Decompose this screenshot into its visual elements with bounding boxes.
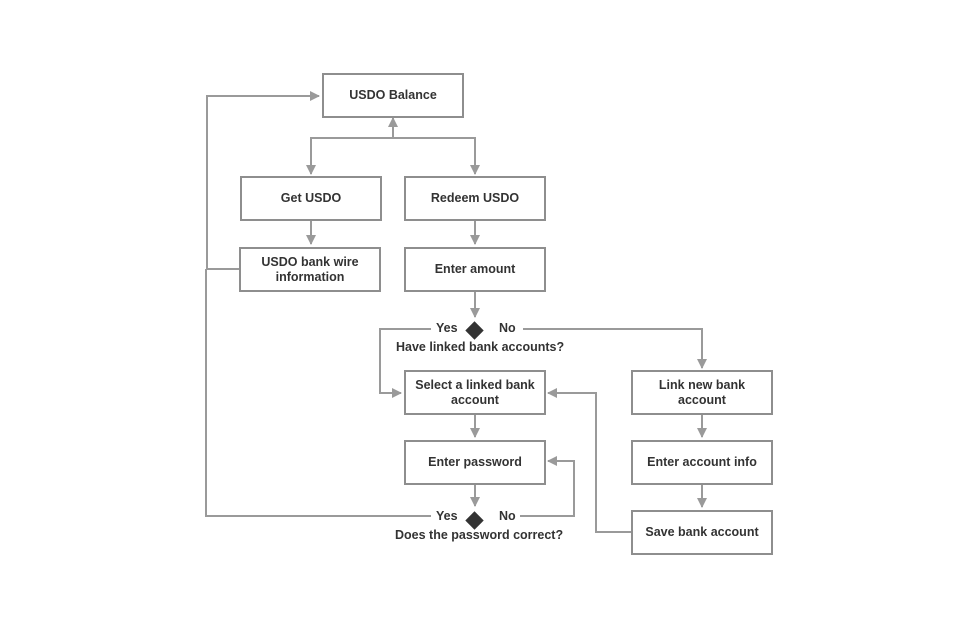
node-select-linked-account: Select a linked bank account <box>404 370 546 415</box>
node-redeem-usdo: Redeem USDO <box>404 176 546 221</box>
edge-split-to-redeem <box>393 137 480 175</box>
decision-password-yes-label: Yes <box>436 509 458 523</box>
edge-split-to-get <box>306 137 393 175</box>
node-get-usdo: Get USDO <box>240 176 382 221</box>
edge-wire-to-balance <box>206 91 320 270</box>
node-enter-account-info: Enter account info <box>631 440 773 485</box>
node-enter-password: Enter password <box>404 440 546 485</box>
decision-linked-question: Have linked bank accounts? <box>396 340 565 354</box>
decision-password-question: Does the password correct? <box>395 528 564 542</box>
node-usdo-balance: USDO Balance <box>322 73 464 118</box>
edge-decision1-no <box>523 328 707 369</box>
decision-linked-no-label: No <box>499 321 516 335</box>
edge-save-to-select <box>547 388 632 533</box>
edge-decision1-yes <box>379 328 431 398</box>
decision-password-no-label: No <box>499 509 516 523</box>
edge-decision2-no <box>520 456 575 517</box>
node-enter-amount: Enter amount <box>404 247 546 292</box>
node-save-bank-account: Save bank account <box>631 510 773 555</box>
decision-linked-yes-label: Yes <box>436 321 458 335</box>
node-bank-wire-info: USDO bank wire information <box>239 247 381 292</box>
edge-decision2-yes <box>205 269 431 517</box>
node-link-new-account: Link new bank account <box>631 370 773 415</box>
